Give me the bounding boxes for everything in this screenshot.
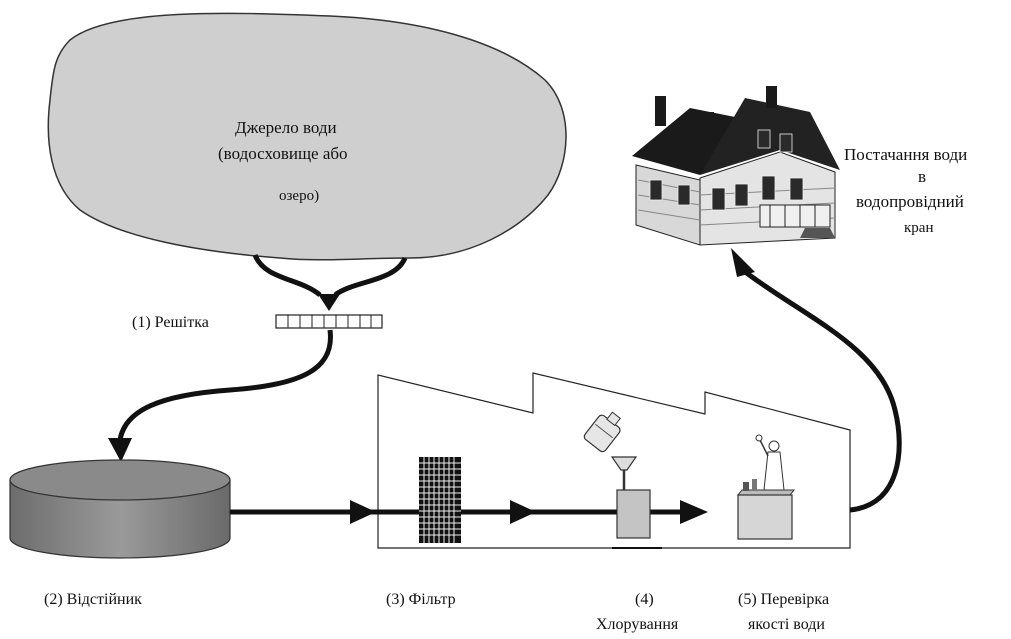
screen-grating — [275, 314, 383, 329]
supply-label-line3: водопровідний — [856, 192, 964, 211]
settling-tank-label: (2) Відстійник — [44, 591, 142, 608]
settling-tank — [9, 459, 231, 559]
flow-to-house — [738, 266, 902, 513]
quality-lab — [736, 434, 796, 540]
flow-arrowhead-to-tank — [108, 438, 132, 462]
flow-curve-left — [252, 253, 322, 297]
source-label-line2: (водосховище або — [218, 144, 348, 163]
source-label-line3: озеро) — [279, 188, 320, 204]
chlorination-unit — [583, 411, 662, 549]
filter-label: (3) Фільтр — [386, 591, 456, 608]
flow-curve-right — [333, 256, 408, 298]
house-illustration — [632, 86, 840, 246]
flow-arrowhead-to-screen — [318, 294, 340, 311]
chlorination-label-line1: (4) — [635, 591, 654, 608]
source-label-line1: Джерело води — [235, 118, 337, 137]
flow-arrowhead-after-chlorination — [680, 500, 708, 524]
flow-screen-to-tank — [117, 329, 333, 441]
supply-label-line1: Постачання води — [844, 145, 968, 164]
filter-grid — [419, 457, 461, 543]
chlorination-label-line2: Хлорування — [596, 616, 679, 633]
flow-arrowhead-into-plant — [350, 500, 376, 524]
reservoir-shape — [47, 12, 567, 261]
quality-check-label-line1: (5) Перевірка — [738, 591, 830, 608]
quality-check-label-line2: якості води — [748, 616, 825, 633]
supply-label-line2: в — [918, 167, 927, 186]
screen-label: (1) Решітка — [132, 314, 209, 331]
supply-label-line4: кран — [904, 220, 934, 236]
flow-arrowhead-to-house — [731, 248, 755, 277]
flow-arrowhead-after-filter — [510, 500, 536, 524]
